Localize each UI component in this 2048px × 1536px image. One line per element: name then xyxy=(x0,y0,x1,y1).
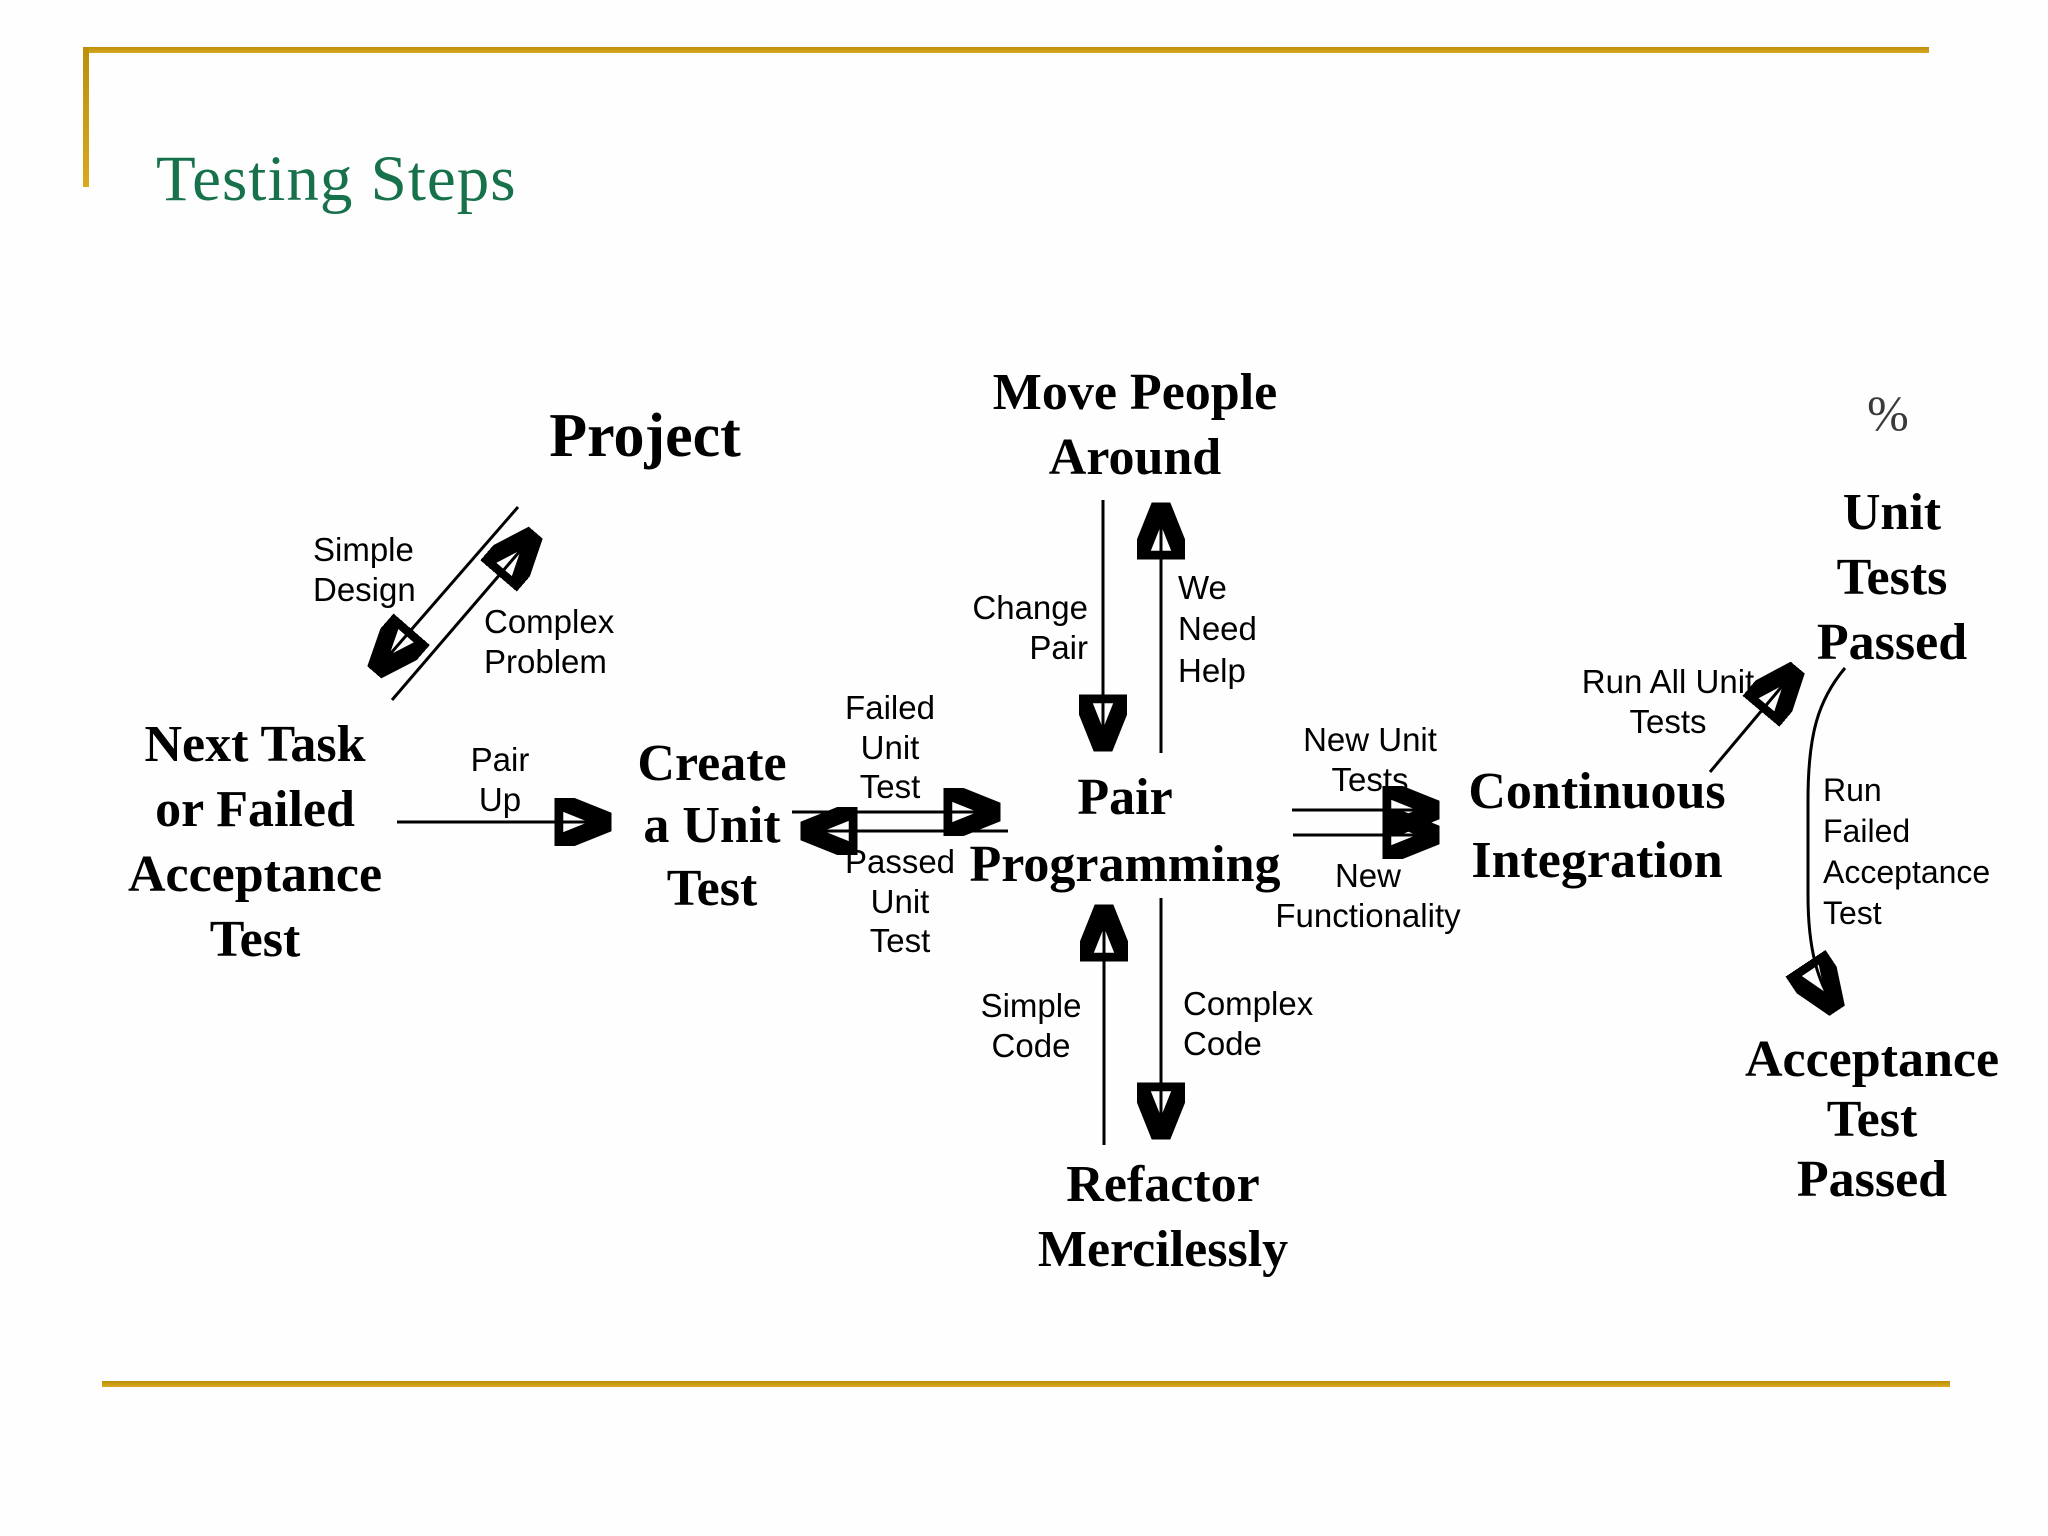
node-project: Project xyxy=(549,402,741,470)
left-accent-rule xyxy=(83,47,89,187)
edge-label-complex-problem: Complex Problem xyxy=(484,603,615,680)
edge-label-change-pair: Change Pair xyxy=(972,589,1088,666)
node-acceptance-test-passed: Acceptance Test Passed xyxy=(1744,1031,2000,1208)
node-unit-tests-passed: Unit Tests Passed xyxy=(1816,484,1968,671)
arrow-run-all-unit-tests xyxy=(1708,672,1794,773)
edge-label-pair-up: Pair Up xyxy=(470,741,530,818)
arrow-run-failed-acceptance-test xyxy=(1808,667,1845,1006)
node-move-people-around: Move People Around xyxy=(992,364,1278,486)
top-accent-rule xyxy=(88,47,1929,53)
node-next-task-or-failed-acceptance-test: Next Task or Failed Acceptance Test xyxy=(127,716,383,968)
edge-label-run-failed-acceptance-test: Run Failed Acceptance Test xyxy=(1823,772,1991,931)
arrow-complex-problem xyxy=(390,537,532,701)
edge-label-new-functionality: New Functionality xyxy=(1275,857,1461,934)
edge-label-we-need-help: We Need Help xyxy=(1178,569,1257,689)
node-create-a-unit-test: Create a Unit Test xyxy=(637,735,787,917)
edge-label-simple-code: Simple Code xyxy=(980,987,1082,1064)
edge-label-new-unit-tests: New Unit Tests xyxy=(1303,721,1437,798)
edge-label-complex-code: Complex Code xyxy=(1183,985,1314,1062)
edge-label-failed-unit-test: Failed Unit Test xyxy=(845,689,935,806)
page-title: Testing Steps xyxy=(156,143,517,215)
node-pair-programming: Pair Programming xyxy=(969,769,1281,893)
edge-label-run-all-unit-tests: Run All Unit Tests xyxy=(1581,663,1755,740)
node-percent: % xyxy=(1867,385,1909,441)
bottom-accent-rule xyxy=(102,1381,1950,1387)
node-continuous-integration: Continuous Integration xyxy=(1468,763,1726,889)
edge-label-passed-unit-test: Passed Unit Test xyxy=(844,843,956,960)
node-refactor-mercilessly: Refactor Mercilessly xyxy=(1037,1156,1289,1278)
edge-label-simple-design: Simple Design xyxy=(313,531,416,608)
